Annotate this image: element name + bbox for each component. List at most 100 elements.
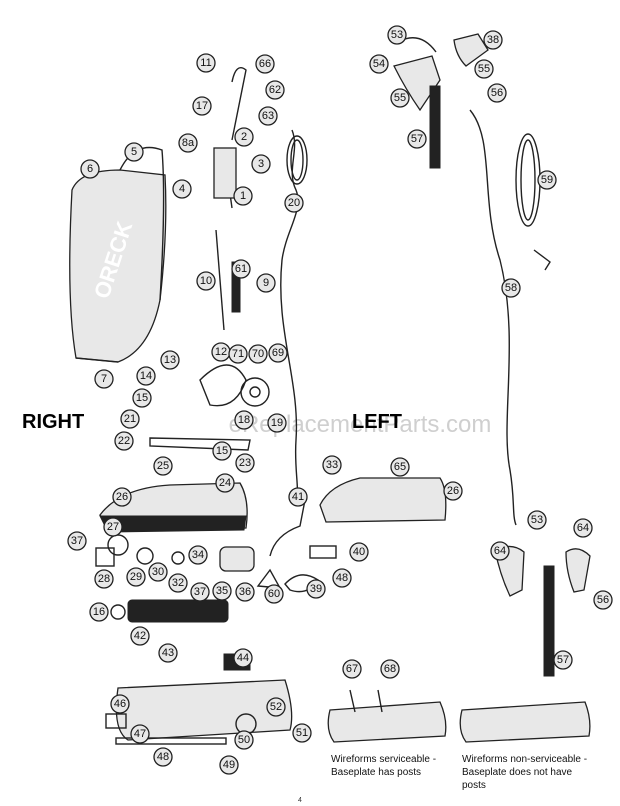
callout-label: 17 [196, 100, 208, 112]
callout: 16 [89, 602, 109, 622]
callout-label: 52 [270, 701, 282, 713]
callout-label: 64 [494, 545, 506, 557]
callout: 37 [67, 531, 87, 551]
callout-label: 66 [259, 58, 271, 70]
callout-label: 1 [240, 190, 246, 202]
callout-group: 11 66 62 17 63 8a 2 3 5 6 4 1 20 10 61 9… [67, 25, 613, 775]
handle-tube [213, 67, 247, 331]
callout-label: 46 [114, 698, 126, 710]
callout-label: 19 [271, 417, 283, 429]
callout-label: 33 [326, 459, 338, 471]
callout-label: 23 [239, 457, 251, 469]
callout: 33 [322, 455, 342, 475]
callout: 35 [212, 581, 232, 601]
callout-label: 12 [215, 346, 227, 358]
dust-bag: ORECK [69, 146, 167, 363]
callout-label: 3 [258, 158, 264, 170]
callout: 8a [178, 133, 198, 153]
callout-label: 11 [200, 57, 211, 69]
callout-label: 67 [346, 663, 358, 675]
callout: 64 [573, 518, 593, 538]
brush-roll [110, 599, 229, 623]
callout: 12 [211, 342, 231, 362]
callout-label: 16 [93, 606, 105, 618]
callout-label: 62 [269, 84, 281, 96]
callout-label: 57 [557, 654, 569, 666]
callout-label: 44 [237, 652, 249, 664]
callout-label: 70 [252, 348, 264, 360]
caption-nonserviceable-line1: Wireforms non-serviceable - [462, 754, 587, 765]
callout: 36 [235, 582, 255, 602]
callout: 37 [190, 582, 210, 602]
callout: 61 [231, 259, 251, 279]
callout-label: 48 [336, 572, 348, 584]
callout-label: 55 [478, 63, 490, 75]
callout-label: 32 [172, 577, 184, 589]
page-number: 4 [298, 797, 302, 804]
cord-58 [469, 109, 551, 526]
callout-label: 6 [87, 163, 93, 175]
callout: 30 [148, 562, 168, 582]
callout: 24 [215, 473, 235, 493]
callout: 39 [306, 579, 326, 599]
callout: 64 [490, 541, 510, 561]
callout: 57 [553, 650, 573, 670]
callout-label: 58 [505, 282, 517, 294]
callout-label: 53 [531, 514, 543, 526]
callout-label: 57 [411, 133, 423, 145]
callout-label: 40 [353, 546, 365, 558]
callout-label: 27 [107, 521, 119, 533]
callout: 23 [235, 453, 255, 473]
callout-label: 36 [239, 586, 251, 598]
caption-serviceable-line2: Baseplate has posts [331, 767, 421, 778]
callout-label: 37 [194, 586, 206, 598]
callout-label: 61 [235, 263, 247, 275]
callout-label: 24 [219, 477, 231, 489]
callout: 40 [349, 542, 369, 562]
callout-label: 56 [597, 594, 609, 606]
callout: 38 [483, 30, 503, 50]
callout: 13 [160, 350, 180, 370]
callout-label: 37 [71, 535, 83, 547]
callout: 21 [120, 409, 140, 429]
callout-label: 2 [241, 131, 247, 143]
callout-label: 48 [157, 751, 169, 763]
hood-left-65 [319, 477, 447, 523]
cord [280, 129, 308, 501]
callout-label: 38 [487, 34, 499, 46]
callout-label: 53 [391, 29, 403, 41]
callout: 48 [153, 747, 173, 767]
callout: 10 [196, 271, 216, 291]
callout-label: 63 [262, 110, 274, 122]
callout: 53 [387, 25, 407, 45]
callout: 47 [130, 724, 150, 744]
callout: 5 [124, 142, 144, 162]
callout-label: 30 [152, 566, 164, 578]
callout-label: 54 [373, 58, 385, 70]
callout: 14 [136, 366, 156, 386]
callout: 26 [112, 487, 132, 507]
callout: 52 [266, 697, 286, 717]
callout: 11 [196, 53, 216, 73]
grip-parts-bottom [494, 545, 591, 677]
callout-label: 26 [447, 485, 459, 497]
callout: 34 [188, 545, 208, 565]
callout: 29 [126, 567, 146, 587]
callout: 66 [255, 54, 275, 74]
callout-label: 20 [288, 197, 300, 209]
callout-label: 50 [238, 734, 250, 746]
callout-label: 8a [182, 137, 195, 149]
callout-label: 26 [116, 491, 128, 503]
callout: 69 [268, 343, 288, 363]
callout: 26 [443, 481, 463, 501]
callout-label: 71 [232, 348, 244, 360]
callout: 42 [130, 626, 150, 646]
callout: 51 [292, 723, 312, 743]
motor-housing [199, 364, 270, 407]
callout-label: 14 [140, 370, 152, 382]
left-side-heading: LEFT [352, 411, 402, 433]
callout-label: 18 [238, 414, 250, 426]
callout-label: 41 [292, 491, 304, 503]
callout-label: 51 [296, 727, 308, 739]
callout: 27 [103, 517, 123, 537]
